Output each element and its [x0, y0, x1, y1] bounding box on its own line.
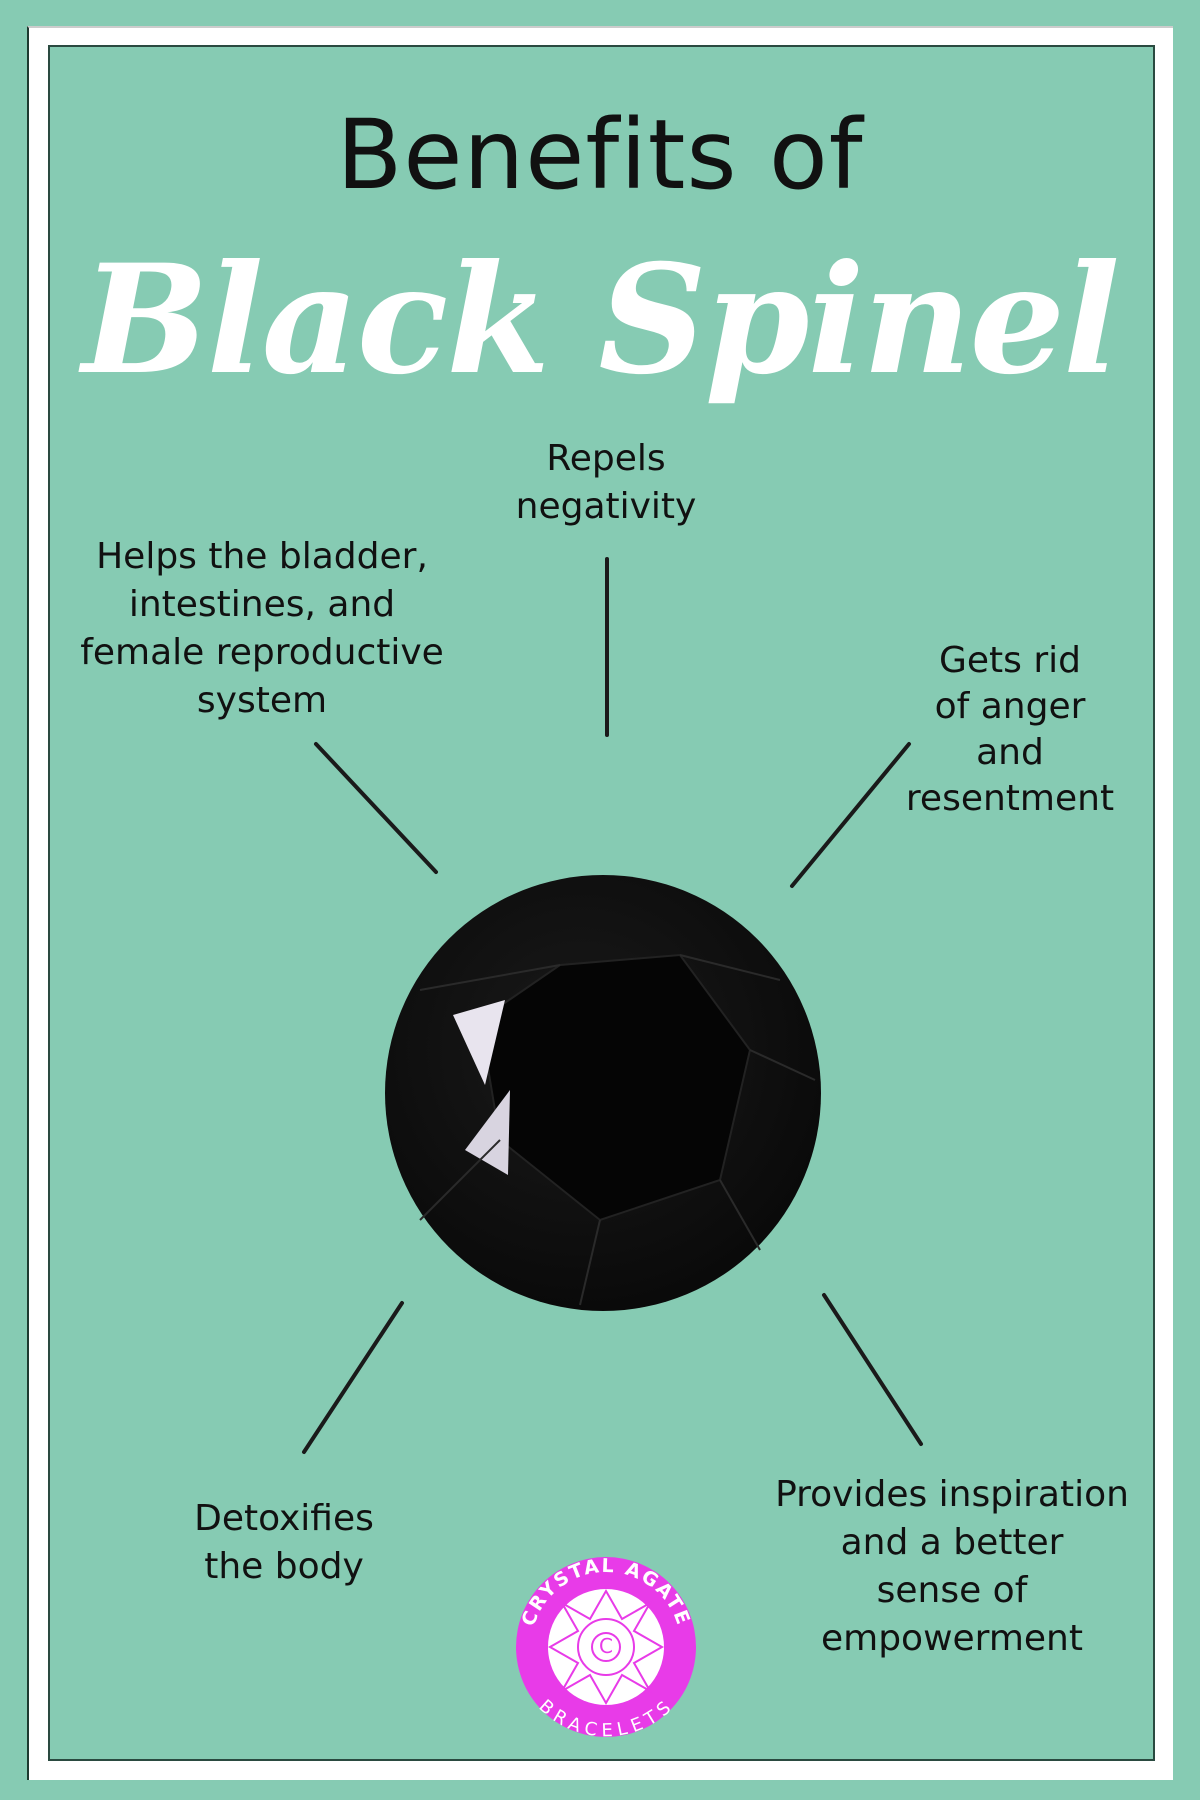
benefit-line: Helps the bladder,: [96, 536, 428, 577]
benefit-line: and: [976, 732, 1044, 773]
benefit-line: female reproductive: [80, 632, 444, 673]
benefit-line: Detoxifies: [194, 1498, 374, 1539]
benefit-line: Repels: [546, 438, 666, 479]
black-spinel-gem-image: [385, 875, 821, 1311]
benefit-upper-left: Helps the bladder, intestines, and femal…: [80, 533, 444, 725]
benefit-line: system: [196, 680, 328, 721]
pointer-line-upper-left: [314, 742, 438, 874]
benefit-line: empowerment: [820, 1618, 1083, 1659]
benefit-line: sense of: [876, 1570, 1028, 1611]
benefit-line: negativity: [515, 486, 697, 527]
svg-text:C: C: [599, 1634, 613, 1658]
benefit-line: and a better: [840, 1522, 1064, 1563]
benefit-top: Repels negativity: [516, 435, 697, 531]
benefit-line: resentment: [905, 778, 1115, 819]
pointer-line-upper-right: [790, 742, 911, 888]
crystal-agate-bracelets-logo: C CRYSTAL AGATE BRACELETS: [516, 1555, 696, 1741]
pointer-lines: [302, 557, 923, 1454]
benefit-line: of anger: [934, 686, 1086, 727]
gem-name-heading: Black Spinel: [81, 232, 1120, 408]
pointer-line-lower-right: [822, 1293, 923, 1446]
benefit-line: Gets rid: [938, 640, 1081, 681]
benefit-line: Provides inspiration: [775, 1474, 1129, 1515]
benefit-lower-left: Detoxifies the body: [194, 1495, 374, 1591]
page-title: Benefits of: [336, 99, 864, 211]
pointer-line-lower-left: [302, 1301, 404, 1454]
benefit-upper-right: Gets rid of anger and resentment: [906, 638, 1114, 822]
benefit-line: the body: [204, 1546, 364, 1587]
benefit-line: intestines, and: [128, 584, 396, 625]
benefit-lower-right: Provides inspiration and a better sense …: [775, 1471, 1129, 1663]
